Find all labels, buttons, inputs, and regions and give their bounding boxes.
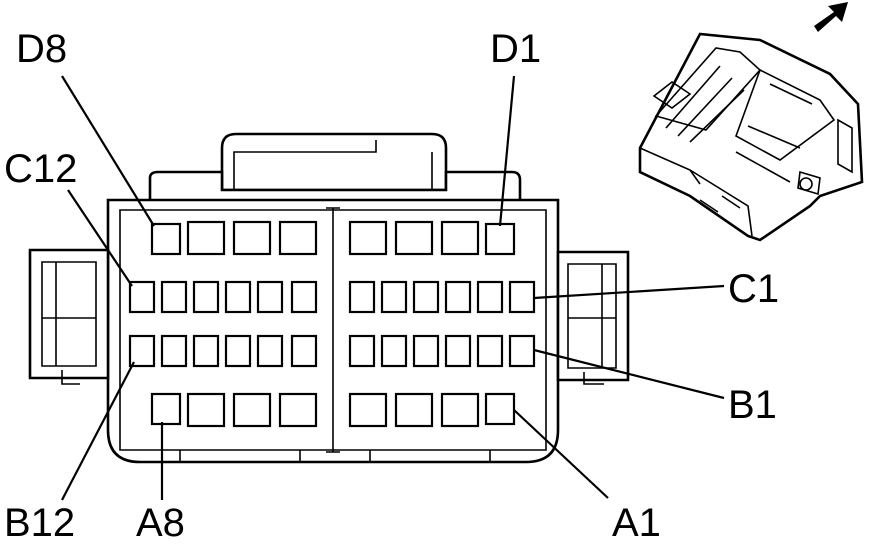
- label-b12: B12: [4, 501, 75, 545]
- leader-b12: [61, 361, 135, 501]
- leader-lines: [61, 75, 725, 501]
- label-d8: D8: [16, 27, 67, 71]
- cavity-d8: [150, 222, 182, 256]
- leader-c12: [67, 189, 133, 287]
- label-d1: D1: [490, 27, 541, 71]
- label-a1: A1: [612, 501, 661, 545]
- row-b-cavities: [128, 334, 536, 368]
- cavity-c12: [128, 280, 156, 314]
- label-b1: B1: [728, 383, 777, 427]
- leader-d1: [498, 75, 516, 227]
- direction-arrow-icon: [814, 2, 848, 32]
- leader-c1: [533, 284, 725, 300]
- label-c12: C12: [4, 147, 77, 191]
- cavity-b12: [128, 334, 156, 368]
- leader-a1: [513, 409, 609, 499]
- cavity-a1: [484, 392, 516, 426]
- row-a-cavities: [150, 392, 516, 428]
- label-a8: A8: [136, 501, 185, 545]
- label-c1: C1: [728, 267, 779, 311]
- row-c-cavities: [128, 280, 536, 314]
- leader-b1: [533, 348, 725, 400]
- connector-isometric-view: [638, 32, 864, 242]
- row-d-cavities: [150, 220, 516, 256]
- leader-d8: [61, 75, 155, 227]
- cavity-c1: [508, 280, 536, 314]
- cavity-d1: [484, 222, 516, 256]
- cavity-b1: [508, 334, 536, 368]
- cavity-a8: [150, 392, 182, 426]
